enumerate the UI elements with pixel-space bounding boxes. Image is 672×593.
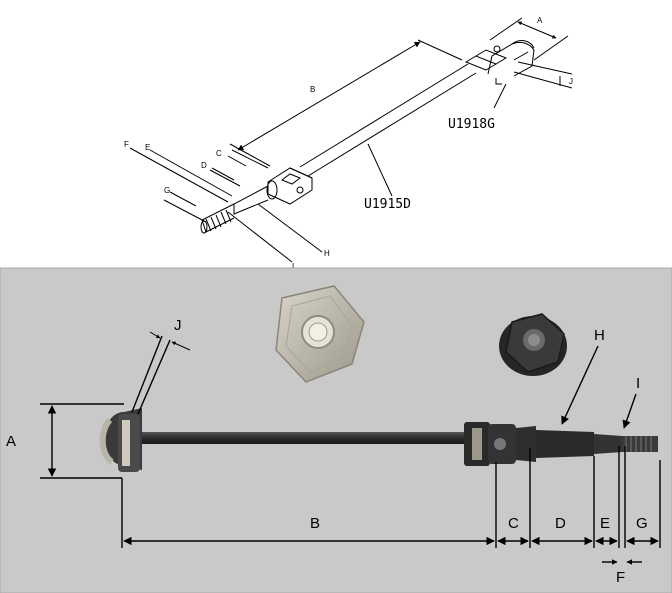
photo-extension-lines [121,446,661,548]
photo-label-B: B [310,515,320,532]
photo-dim-J: J [131,317,191,415]
sketch-leader-I [227,211,293,263]
sketch-panel: A J U1918G B U1915D C D [124,16,573,271]
sketch-label-D: D [201,161,207,170]
sketch-label-F: F [124,140,129,149]
photo-label-G: G [636,515,648,532]
sketch-dim-B: B [229,39,463,167]
photo-rod [130,432,470,444]
photo-label-D: D [555,515,566,532]
photo-label-F: F [616,569,625,586]
sketch-label-H: H [324,249,330,258]
photo-lock-nut [499,313,567,376]
sketch-leader-U1915D [367,143,393,197]
sketch-dim-A: A [489,16,569,61]
sketch-yoke [464,40,535,85]
photo-dim-F: F [602,559,642,586]
sketch-dim-J: J [513,61,573,89]
sketch-label-I: I [292,262,294,271]
sketch-label-C: C [216,149,222,158]
sketch-label-E: E [145,143,150,152]
photo-label-H: H [594,327,605,344]
sketch-ujoint [266,167,313,205]
photo-dim-A: A [6,403,124,479]
photo-label-E: E [600,515,610,532]
sketch-label-G: G [164,186,170,195]
photo-right-ujoint [464,422,658,466]
sketch-leader-H [257,203,323,253]
sketch-part-U1918G: U1918G [448,117,495,132]
sketch-leader-U1918G [493,83,507,109]
photo-label-A: A [6,433,16,450]
photo-left-yoke [99,408,142,472]
photo-hex-nut [275,285,365,383]
sketch-label-J: J [569,77,573,86]
photo-leader-H [561,345,599,425]
photo-leader-I [622,393,637,429]
photo-label-J: J [174,317,182,334]
sketch-dims-CDEFG: C D E F G [124,140,269,223]
sketch-label-B: B [310,85,315,94]
photo-label-I: I [636,375,640,392]
photo-panel: A J B C D E [0,267,672,593]
sketch-label-A: A [537,16,543,25]
photo-label-C: C [508,515,519,532]
sketch-part-U1915D: U1915D [364,197,411,212]
